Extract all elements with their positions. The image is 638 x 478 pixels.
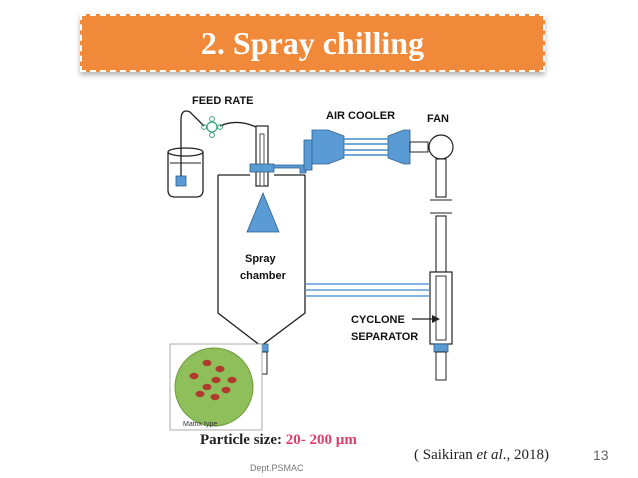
feed-pump-icon <box>201 116 223 138</box>
feed-beaker <box>167 147 204 198</box>
slide-number: 13 <box>593 447 609 463</box>
label-cyclone: CYCLONE <box>351 314 405 326</box>
fan <box>428 134 454 273</box>
label-spray: Spray <box>245 253 276 265</box>
label-matrix: Matrix type <box>183 421 217 428</box>
citation-open: ( Saikiran <box>414 447 477 463</box>
citation-etal: et al <box>476 447 503 463</box>
label-air-cooler: AIR COOLER <box>326 110 395 122</box>
particle-size-value: 20- 200 µm <box>285 432 357 448</box>
feed-tube <box>180 110 205 176</box>
air-cooler <box>311 129 411 165</box>
citation: ( Saikiran et al., 2018) <box>414 447 549 464</box>
spray-cone <box>246 191 280 233</box>
matrix-inset: Matrix type <box>169 343 263 431</box>
label-chamber: chamber <box>240 270 287 282</box>
label-fan: FAN <box>427 113 449 125</box>
chamber-to-cyclone-lines <box>305 283 430 297</box>
cyclone-separator <box>429 271 453 381</box>
footer-dept: Dept.PSMAC <box>250 463 304 473</box>
slide-title: 2. Spray chilling <box>200 24 425 61</box>
citation-close: ., 2018) <box>502 447 549 463</box>
label-separator: SEPARATOR <box>351 331 418 343</box>
label-feed-rate: FEED RATE <box>192 95 254 107</box>
title-banner: 2. Spray chilling <box>80 14 545 72</box>
particle-size: Particle size: 20- 200 µm <box>200 432 357 449</box>
particle-size-label: Particle size: <box>200 432 283 448</box>
